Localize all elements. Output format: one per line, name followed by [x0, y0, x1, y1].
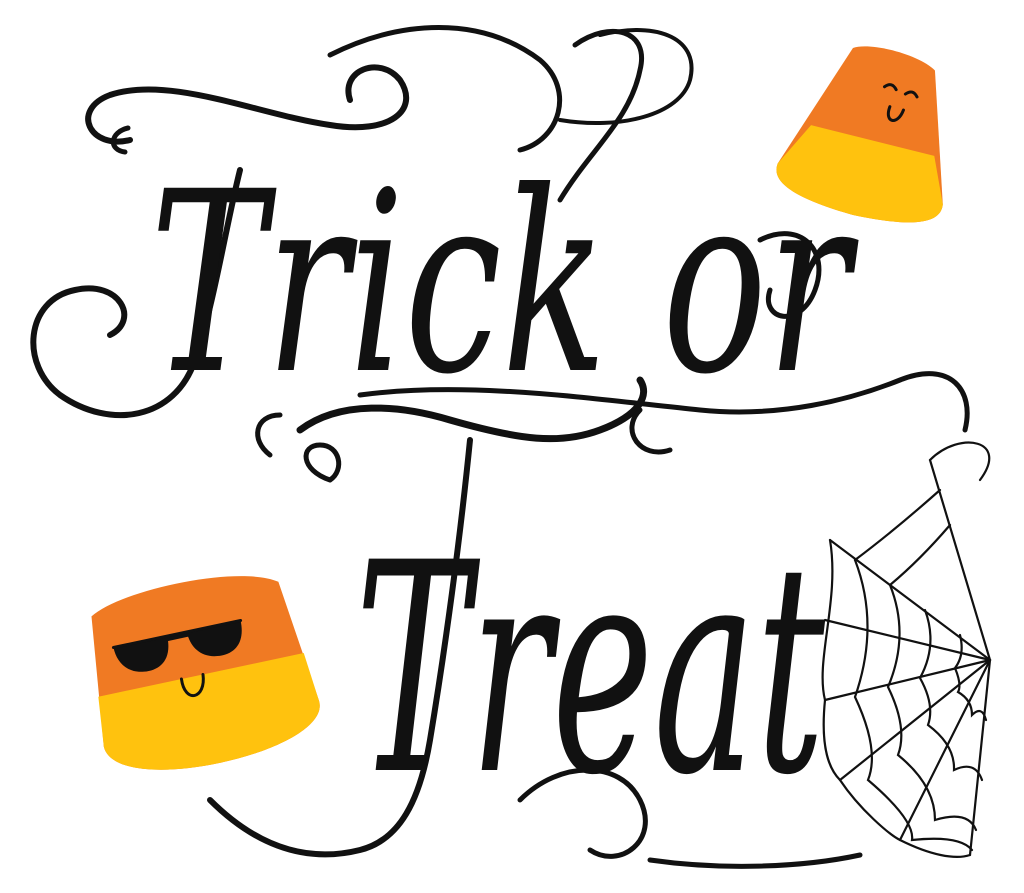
candy-corn-sunglasses-icon — [91, 576, 320, 770]
candy-corn-smiling-icon — [776, 46, 943, 223]
title-line-1: Trick or — [150, 138, 859, 429]
title-line-2: Treat — [355, 502, 826, 839]
spider-web-icon — [821, 441, 992, 858]
calligraphy-flourishes — [30, 25, 970, 869]
